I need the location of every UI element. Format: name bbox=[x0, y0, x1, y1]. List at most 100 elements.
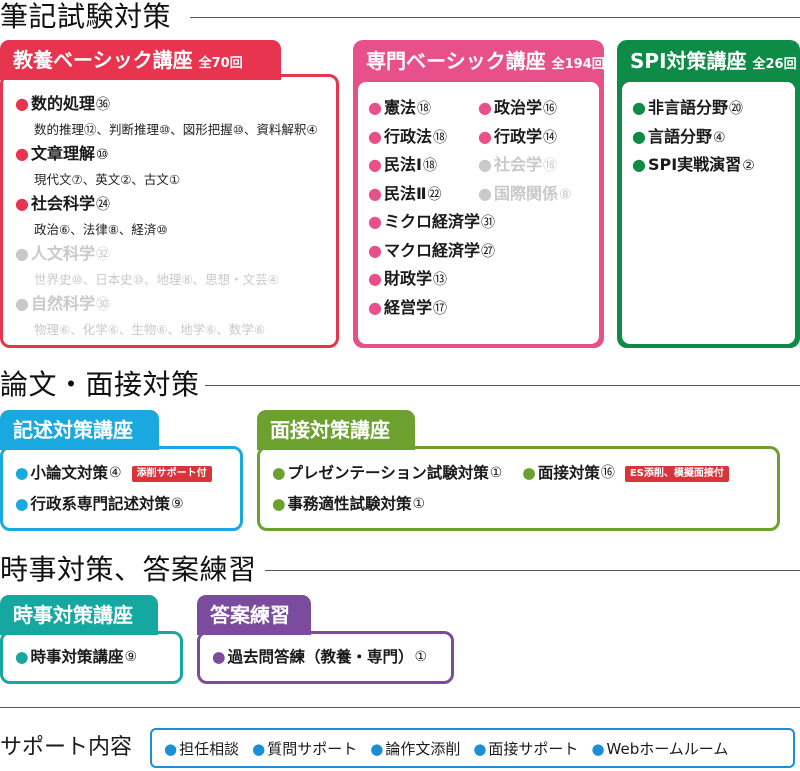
bullet-icon: ● bbox=[272, 464, 286, 482]
section-divider bbox=[265, 570, 800, 571]
session-count: ④ bbox=[712, 129, 726, 146]
subject-item: ●政治学⑯ bbox=[478, 94, 588, 123]
bullet-icon: ● bbox=[15, 144, 29, 163]
feature-badge: ES添削、模擬面接付 bbox=[624, 465, 729, 482]
subject-label: マクロ経済学 bbox=[383, 240, 480, 260]
session-count: ㉗ bbox=[480, 243, 495, 260]
bullet-icon: ● bbox=[591, 739, 605, 758]
general-basic-course-tab: 教養ベーシック講座全70回 bbox=[0, 40, 281, 80]
section-title-essay-interview: 論文・面接対策 bbox=[0, 368, 200, 401]
support-title: サポート内容 bbox=[0, 735, 133, 760]
course-total: 全194回 bbox=[551, 57, 605, 72]
subject-item-inactive: ●国際関係⑧ bbox=[478, 180, 588, 209]
subject-item: ●マクロ経済学㉗ bbox=[368, 237, 495, 266]
subject-item: ●経営学⑰ bbox=[368, 294, 447, 323]
subject-label: 財政学 bbox=[383, 269, 432, 288]
support-item-label: 面接サポート bbox=[488, 739, 579, 758]
answer-practice-box: ●過去問答練（教養・専門）① bbox=[197, 631, 454, 684]
general-basic-course-box: ●数的処理㊱ 数的推理⑫、判断推理⑩、図形把握⑩、資料解釈④ ●文章理解⑩ 現代… bbox=[0, 74, 339, 348]
course-item: ●過去問答練（教養・専門）① bbox=[212, 644, 451, 670]
subject-breakdown: 政治⑥、法律⑧、経済⑩ bbox=[34, 222, 168, 237]
bullet-icon: ● bbox=[632, 98, 646, 117]
session-count: ⑨ bbox=[171, 496, 184, 512]
bullet-icon: ● bbox=[478, 98, 492, 117]
course-title: 時事対策講座 bbox=[13, 603, 133, 627]
subject-label: 経営学 bbox=[383, 297, 432, 317]
session-count: ⑭ bbox=[542, 129, 557, 146]
session-count: ⑱ bbox=[542, 158, 557, 174]
bullet-icon: ● bbox=[212, 648, 226, 666]
subject-label: 数的処理 bbox=[30, 94, 95, 113]
session-count: ① bbox=[412, 496, 426, 512]
item-label: 事務適性試験対策 bbox=[287, 495, 412, 513]
session-count: ⑧ bbox=[558, 186, 572, 203]
course-title: 専門ベーシック講座 bbox=[366, 49, 546, 73]
support-item-label: Webホームルーム bbox=[606, 739, 729, 758]
bullet-icon: ● bbox=[15, 194, 29, 213]
answer-practice-tab: 答案練習 bbox=[197, 595, 311, 635]
subject-item-inactive: ●社会学⑱ bbox=[478, 151, 588, 180]
bullet-icon: ● bbox=[164, 739, 178, 758]
bullet-icon: ● bbox=[15, 495, 29, 513]
session-count: ㉚ bbox=[95, 297, 110, 313]
support-item-label: 論作文添削 bbox=[385, 739, 461, 758]
subject-label: 文章理解 bbox=[30, 144, 95, 163]
course-header: SPI対策講座全26回 bbox=[630, 40, 797, 86]
session-count: ⑳ bbox=[728, 101, 743, 117]
subject-item: ●行政法⑱ bbox=[368, 123, 478, 152]
bullet-icon: ● bbox=[368, 269, 382, 288]
bullet-icon: ● bbox=[478, 126, 492, 146]
subject-breakdown: 現代文⑦、英文②、古文① bbox=[34, 172, 181, 187]
written-course-tab: 記述対策講座 bbox=[0, 410, 159, 450]
subject-label: 憲法 bbox=[383, 98, 416, 117]
session-count: ⑱ bbox=[432, 129, 447, 146]
subject-item: ●ミクロ経済学㉛ bbox=[368, 208, 495, 237]
section-title-written-exam: 筆記試験対策 bbox=[0, 0, 172, 33]
subject-group: ●社会科学㉔ 政治⑥、法律⑧、経済⑩ bbox=[15, 191, 336, 241]
section-divider bbox=[190, 17, 800, 18]
subject-breakdown: 数的推理⑫、判断推理⑩、図形把握⑩、資料解釈④ bbox=[34, 122, 318, 137]
spi-course-box: SPI対策講座全26回 ●非言語分野⑳ ●言語分野④ ●SPI実戦演習② bbox=[617, 40, 800, 348]
support-item: ●論作文添削 bbox=[370, 738, 460, 759]
subject-item: ●非言語分野⑳ bbox=[632, 94, 743, 123]
course-header: 専門ベーシック講座全194回 bbox=[366, 40, 605, 86]
subject-breakdown: 物理⑥、化学⑥、生物⑥、地学⑥、数学⑥ bbox=[34, 322, 266, 337]
session-count: ⑨ bbox=[124, 649, 138, 665]
bullet-icon: ● bbox=[478, 155, 492, 174]
subject-label: 民法Ⅰ bbox=[383, 155, 422, 174]
session-count: ⑱ bbox=[416, 101, 431, 117]
session-count: ② bbox=[742, 158, 755, 174]
subject-label: 政治学 bbox=[493, 98, 542, 117]
bullet-icon: ● bbox=[478, 183, 492, 203]
subject-label: 人文科学 bbox=[30, 244, 95, 263]
current-affairs-course-tab: 時事対策講座 bbox=[0, 595, 158, 635]
bullet-icon: ● bbox=[368, 155, 382, 174]
session-count: ㉜ bbox=[95, 247, 110, 263]
session-count: ㊱ bbox=[95, 97, 110, 113]
subject-label: 社会学 bbox=[493, 155, 542, 174]
bullet-icon: ● bbox=[15, 648, 29, 666]
subject-item: ●行政学⑭ bbox=[478, 123, 588, 152]
subject-item: ●言語分野④ bbox=[632, 123, 726, 152]
session-count: ⑯ bbox=[542, 101, 557, 117]
bullet-icon: ● bbox=[368, 212, 382, 231]
subject-label: ミクロ経済学 bbox=[383, 212, 480, 231]
subject-label: 国際関係 bbox=[493, 183, 558, 203]
support-divider bbox=[0, 707, 800, 708]
section-title-current-affairs: 時事対策、答案練習 bbox=[0, 553, 257, 586]
bullet-icon: ● bbox=[15, 244, 29, 263]
feature-badge: 添削サポート付 bbox=[131, 465, 212, 482]
support-list: ●担任相談 ●質問サポート ●論作文添削 ●面接サポート ●Webホームルーム bbox=[150, 728, 795, 768]
subject-item: ●SPI実戦演習② bbox=[632, 151, 755, 180]
session-count: ㉛ bbox=[480, 215, 495, 231]
item-label: 過去問答練（教養・専門） bbox=[227, 648, 414, 666]
subject-label: 非言語分野 bbox=[647, 98, 728, 117]
item-label: 行政系専門記述対策 bbox=[30, 495, 171, 513]
session-count: ⑩ bbox=[95, 147, 109, 163]
item-label: プレゼンテーション試験対策 bbox=[287, 464, 489, 482]
session-count: ㉒ bbox=[427, 186, 442, 203]
subject-item: ●憲法⑱ bbox=[368, 94, 478, 123]
bullet-icon: ● bbox=[368, 240, 382, 260]
